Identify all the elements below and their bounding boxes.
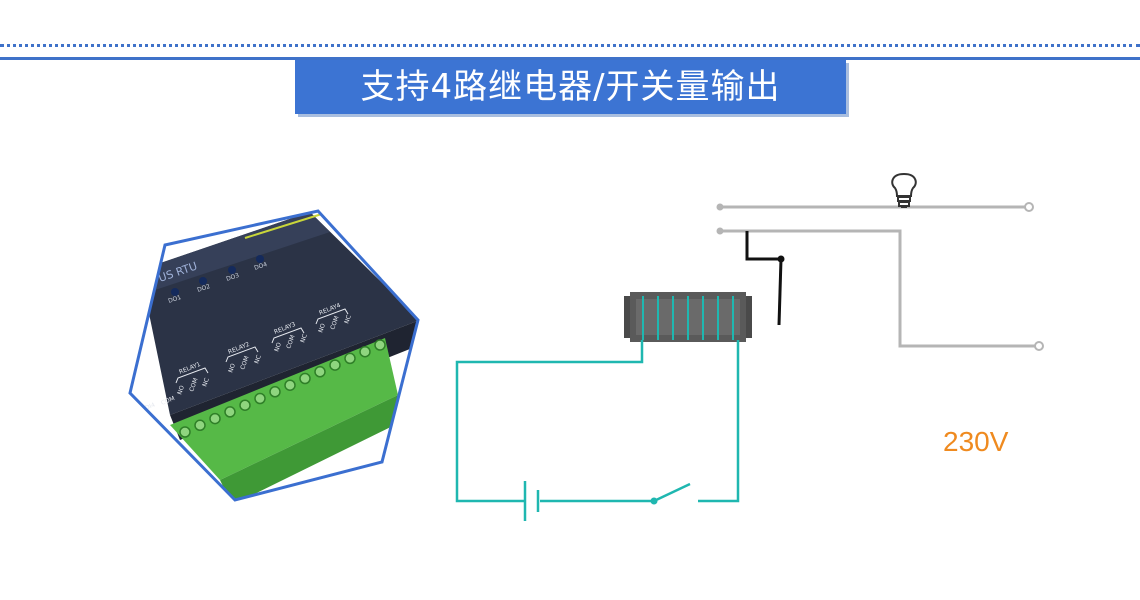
- relay-contact: [745, 231, 783, 326]
- switch-symbol: [650, 482, 691, 505]
- terminal-screw: [194, 419, 206, 432]
- light-bulb-icon: [891, 172, 917, 208]
- relay2-pin-nc: NC: [253, 354, 263, 365]
- relay4-pin-nc: NC: [343, 314, 353, 325]
- terminal-bottom-right: [1034, 341, 1044, 351]
- relay2-pin-no: NO: [227, 362, 237, 373]
- terminal-screw: [299, 372, 311, 385]
- terminal-screws: [179, 339, 386, 438]
- contact-pivot: [777, 255, 785, 263]
- terminal-screw: [314, 366, 326, 378]
- relay3-pin-no: NO: [273, 341, 283, 352]
- terminal-screw: [224, 406, 236, 418]
- led-do2: [199, 277, 207, 285]
- terminal-screw: [359, 345, 371, 358]
- control-circuit: [455, 340, 740, 503]
- relay1-pin-com: COM: [188, 377, 199, 393]
- relay1-bracket: [175, 367, 209, 384]
- relay2-pin-com: COM: [239, 355, 250, 371]
- terminal-screw: [374, 339, 386, 351]
- device-frame: [128, 209, 420, 502]
- di4-pin-label: DI4: [144, 401, 156, 411]
- voltage-label: 230V: [943, 426, 1009, 457]
- led-do1: [171, 288, 179, 296]
- relay1-pin-nc: NC: [201, 377, 211, 388]
- relay3-pin-nc: NC: [299, 333, 309, 344]
- control-wire-left: [455, 340, 644, 503]
- do2-label: DO2: [196, 283, 211, 294]
- battery-symbol: [523, 481, 540, 521]
- relay1-pin-no: NO: [176, 384, 186, 395]
- control-wire-right: [698, 340, 740, 503]
- do1-label: DO1: [167, 294, 182, 305]
- page-title: 支持4路继电器/开关量输出: [295, 60, 846, 114]
- coil-windings: [642, 296, 734, 340]
- relay3-bracket: [271, 327, 305, 344]
- load-wire-bottom: [722, 229, 1036, 348]
- led-do4: [256, 255, 264, 263]
- terminal-screw: [179, 426, 191, 438]
- led-do3: [228, 266, 236, 274]
- terminal-screw: [329, 359, 341, 371]
- terminal-screw: [239, 399, 251, 411]
- terminal-screw: [254, 392, 266, 405]
- relay-coil: [624, 292, 752, 342]
- header-accent-line: [0, 57, 1140, 60]
- terminal-screw: [209, 412, 221, 425]
- contact-terminal-1: [716, 203, 724, 211]
- com-pin-label: COM: [160, 395, 176, 407]
- terminal-top-right: [1024, 202, 1034, 212]
- terminal-block: [170, 338, 405, 500]
- relay4-pin-com: COM: [329, 315, 340, 331]
- header-dotted-line: [0, 44, 1140, 47]
- terminal-screw: [284, 379, 296, 391]
- terminal-screw: [344, 352, 356, 365]
- relay4-bracket: [315, 308, 349, 325]
- do3-label: DO3: [225, 272, 240, 283]
- contact-terminal-2: [716, 227, 724, 235]
- relay4-pin-no: NO: [317, 322, 327, 333]
- rtu-device-image: US RTU DO1 DO2 DO3 DO4 RELAY1 RELAY2 REL…: [128, 209, 420, 502]
- terminal-screw: [269, 386, 281, 398]
- relay2-bracket: [225, 346, 259, 363]
- do4-label: DO4: [253, 261, 268, 272]
- relay3-pin-com: COM: [285, 334, 296, 350]
- load-circuit: [722, 205, 1036, 348]
